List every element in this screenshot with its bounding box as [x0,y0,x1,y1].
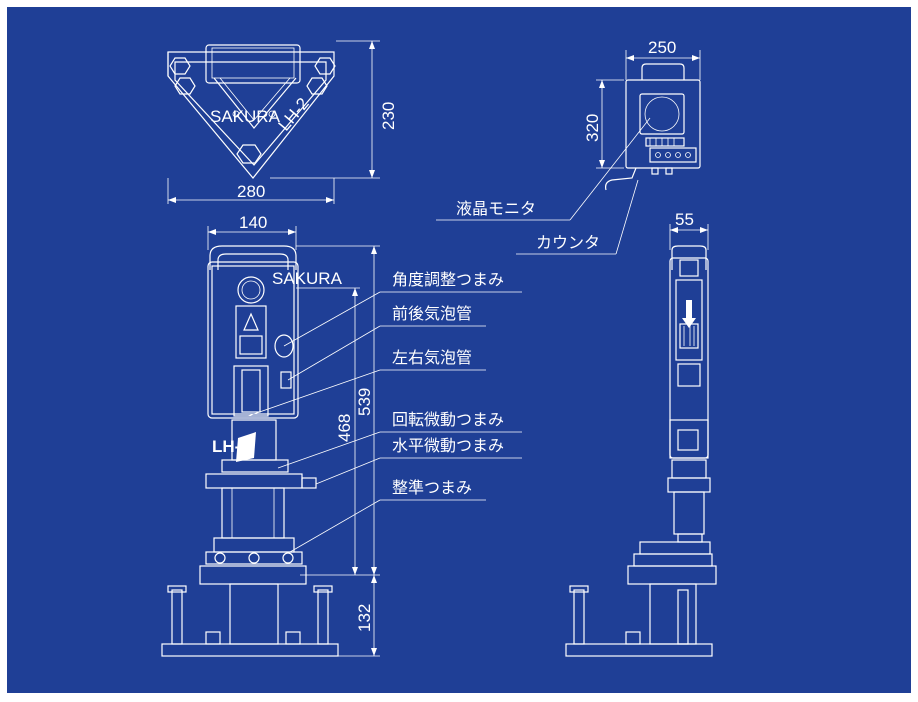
dim-front-468: 468 [335,414,354,442]
side-view: 55 [565,210,717,657]
label-lcd-monitor: 液晶モニタ [456,199,536,218]
dim-front-539: 539 [355,388,374,416]
svg-text:SAKURA: SAKURA [272,269,343,288]
label-front-back-level: 前後気泡管 [392,304,472,323]
dim-front-width: 140 [239,213,267,232]
dim-side-width: 55 [675,210,694,229]
label-left-right-level: 左右気泡管 [392,348,472,367]
svg-text:LH-2: LH-2 [275,94,313,134]
dim-monitor-width: 250 [648,38,676,57]
label-angle-knob: 角度調整つまみ [392,270,504,289]
label-counter: カウンタ [536,233,600,252]
drawing-panel [7,7,911,693]
dim-top-height: 230 [379,102,398,130]
dim-monitor-height: 320 [583,114,602,142]
monitor-view: 250 320 [436,38,701,255]
callouts: 角度調整つまみ 前後気泡管 左右気泡管 回転微動つまみ 水平微動つまみ 整準つま… [247,270,522,553]
dim-top-width: 280 [237,182,265,201]
svg-text:SAKURA: SAKURA [210,107,281,126]
label-rotation-fine-knob: 回転微動つまみ [392,410,504,429]
label-horizontal-fine-knob: 水平微動つまみ [392,436,504,455]
top-view: SAKURA LH-2 280 230 [167,40,398,204]
front-view: 140 SAKURA LH-2 [161,213,380,657]
dim-base-height: 132 [355,604,374,632]
label-leveling-knob: 整準つまみ [392,478,472,497]
